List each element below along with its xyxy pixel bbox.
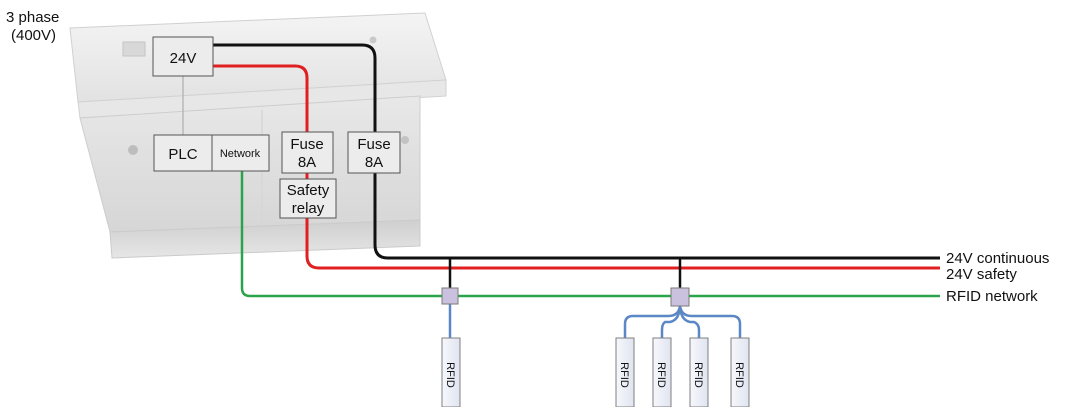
cabinet-knob-right: [401, 136, 409, 144]
rfid-reader-5: RFID: [730, 337, 750, 408]
cabinet-top-bolt: [369, 36, 377, 44]
tap-reader-4: [678, 303, 701, 338]
bus-label-24v-safety: 24V safety: [946, 266, 1017, 283]
safety-relay-label-2: relay: [292, 200, 325, 217]
fuse-continuous-8a: Fuse 8A: [347, 131, 401, 174]
cabinet-knob-left: [128, 145, 138, 155]
bus-label-24v-continuous: 24V continuous: [946, 250, 1049, 267]
fuse-continuous-box: [347, 131, 401, 174]
tap-reader-3: [660, 303, 682, 338]
network-label: Network: [220, 148, 261, 160]
rfid-reader-label: RFID: [655, 362, 667, 388]
bus-label-rfid-network: RFID network: [946, 288, 1038, 305]
safety-relay-label-1: Safety: [287, 182, 330, 199]
labels: 3 phase (400V) 24V continuous 24V safety…: [6, 9, 1049, 305]
junctions: [441, 287, 690, 307]
rfid-reader-label: RFID: [692, 362, 704, 388]
network-box: [211, 134, 270, 172]
cabinet-top-plug: [122, 41, 146, 57]
junction-box-2: [670, 287, 690, 307]
power-supply-label: 24V: [170, 50, 197, 67]
cabinet-top-edge: [77, 79, 447, 119]
rfid-reader-label: RFID: [733, 362, 745, 388]
rfid-reader-4: RFID: [689, 337, 709, 408]
network-module: Network: [211, 134, 270, 172]
fuse-continuous-label-1: Fuse: [357, 136, 390, 153]
plc-box: [153, 134, 213, 172]
fuse-safety-label-1: Fuse: [290, 136, 323, 153]
cabinet-components: 24V PLC Network Fuse 8A Safety relay Fus…: [152, 36, 401, 219]
supply-label-line2: (400V): [11, 27, 56, 44]
plc-module: PLC: [153, 134, 213, 172]
fuse-safety-label-2: 8A: [298, 154, 316, 171]
wire-rfid-network: [240, 170, 940, 298]
rfid-reader-label: RFID: [444, 362, 456, 388]
rfid-reader-label: RFID: [618, 362, 630, 388]
supply-label-line1: 3 phase: [6, 9, 59, 26]
rfid-reader-2: RFID: [615, 337, 635, 408]
fuse-continuous-label-2: 8A: [365, 154, 383, 171]
rfid-reader-1: RFID: [441, 337, 461, 408]
cabinet-base: [109, 219, 421, 259]
safety-relay-box: [279, 178, 337, 219]
power-supply-24v: 24V: [152, 36, 214, 77]
rfid-readers: RFID RFID RFID RFID RFID: [441, 337, 750, 408]
tap-reader-5: [678, 303, 742, 338]
fuse-safety-box: [281, 131, 334, 174]
fuse-safety-8a: Fuse 8A: [281, 131, 334, 174]
safety-relay: Safety relay: [279, 178, 337, 219]
junction-box-1: [441, 287, 459, 305]
plc-label: PLC: [168, 146, 197, 163]
rfid-reader-3: RFID: [652, 337, 672, 408]
power-supply-box: [152, 36, 214, 77]
